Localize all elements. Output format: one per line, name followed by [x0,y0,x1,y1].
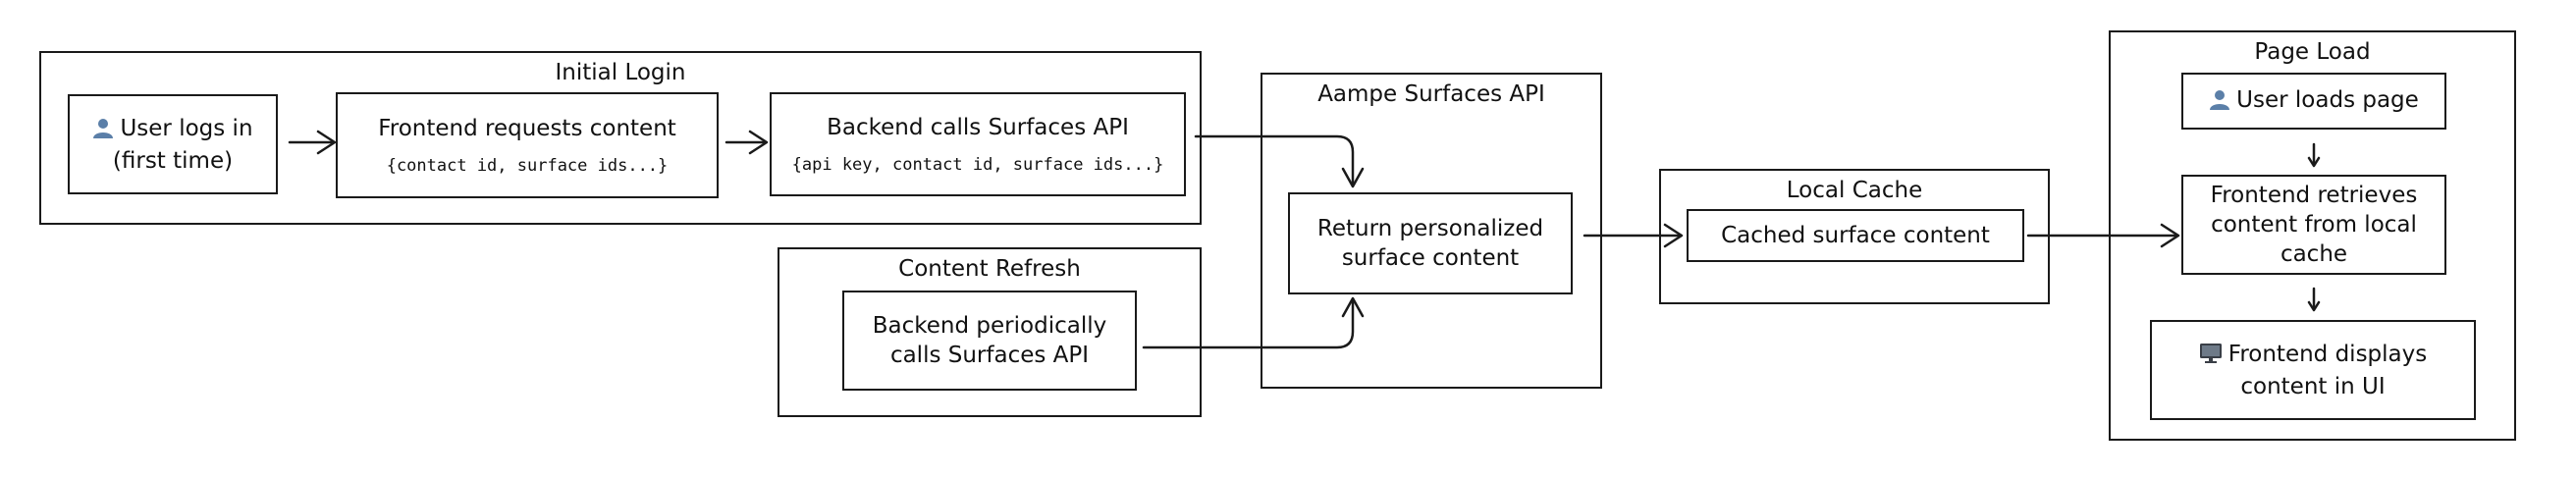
monitor-icon [2199,343,2223,372]
node-label: Backend periodically calls Surfaces API [872,313,1107,368]
node-payload: {contact id, surface ids...} [386,156,669,176]
node-label: Frontend displays content in UI [2227,341,2428,399]
node-user-logs-in: User logs in (first time) [68,94,278,194]
node-label: Frontend requests content [378,116,676,141]
person-icon [92,117,114,146]
group-title: Aampe Surfaces API [1317,81,1545,107]
node-label: User logs in (first time) [112,115,253,174]
person-icon [2209,88,2230,118]
node-frontend-requests: Frontend requests content {contact id, s… [336,92,719,198]
group-title: Content Refresh [898,256,1081,282]
node-user-loads-page: User loads page [2181,73,2446,130]
node-payload: {api key, contact id, surface ids...} [791,155,1164,175]
node-frontend-retrieves: Frontend retrieves content from local ca… [2181,175,2446,275]
node-return-content: Return personalized surface content [1288,192,1573,294]
node-cached-content: Cached surface content [1687,209,2024,262]
node-backend-periodic: Backend periodically calls Surfaces API [842,291,1137,391]
group-title: Local Cache [1786,178,1923,203]
node-label: Cached surface content [1721,223,1990,248]
node-backend-calls: Backend calls Surfaces API {api key, con… [770,92,1186,196]
node-label: Return personalized surface content [1316,216,1544,271]
group-title: Page Load [2254,39,2371,65]
group-title: Initial Login [555,60,686,85]
node-label: Backend calls Surfaces API [827,115,1129,140]
node-label: Frontend retrieves content from local ca… [2210,183,2418,267]
node-label: User loads page [2236,86,2419,113]
node-frontend-displays: Frontend displays content in UI [2150,320,2476,420]
